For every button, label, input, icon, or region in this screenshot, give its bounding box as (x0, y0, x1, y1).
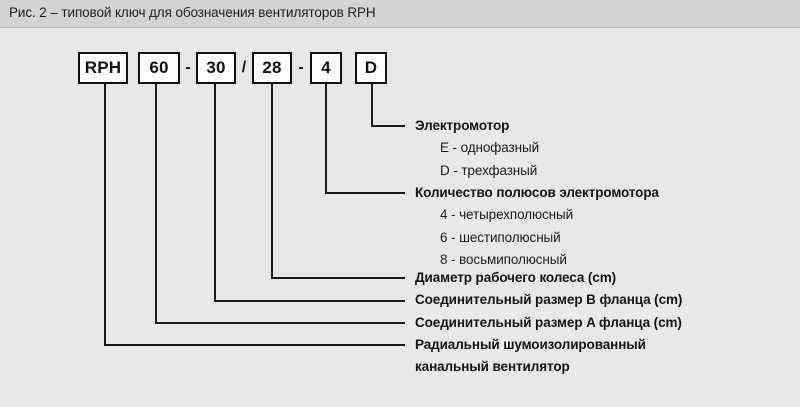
callout-label-continuation-rph: канальный вентилятор (415, 359, 570, 374)
leader-horizontal-60 (155, 322, 405, 324)
code-box-60: 60 (138, 52, 180, 84)
code-separator-: - (298, 59, 304, 76)
callout-label-rph: Радиальный шумоизолированный (415, 337, 646, 352)
callout-label-28: Диаметр рабочего колеса (cm) (415, 270, 616, 285)
callout-label-4: Количество полюсов электромотора (415, 185, 659, 200)
callout-option-4-2: 8 - восьмиполюсный (440, 252, 567, 267)
leader-vertical-d (371, 84, 373, 125)
callout-option-d-0: E - однофазный (440, 140, 540, 155)
callout-label-30: Соединительный размер B фланца (cm) (415, 292, 683, 307)
callout-label-d: Электромотор (415, 118, 510, 133)
code-box-28: 28 (252, 52, 292, 84)
leader-horizontal-30 (214, 300, 405, 302)
figure-header-bar: Рис. 2 – типовой ключ для обозначения ве… (0, 0, 800, 28)
leader-vertical-28 (271, 84, 273, 277)
leader-vertical-rph (104, 84, 106, 344)
code-box-4: 4 (310, 52, 342, 84)
code-box-d: D (355, 52, 387, 84)
callout-option-4-0: 4 - четырехполюсный (440, 207, 574, 222)
leader-horizontal-4 (325, 192, 405, 194)
code-separator-: - (185, 59, 191, 76)
leader-vertical-4 (325, 84, 327, 192)
leader-horizontal-rph (104, 344, 405, 346)
leader-horizontal-d (371, 125, 405, 127)
callout-label-60: Соединительный размер A фланца (cm) (415, 315, 682, 330)
code-box-30: 30 (196, 52, 236, 84)
leader-vertical-60 (155, 84, 157, 322)
code-box-rph: RPH (78, 52, 128, 84)
leader-horizontal-28 (271, 277, 405, 279)
leader-vertical-30 (214, 84, 216, 300)
code-separator-: / (241, 59, 247, 76)
callout-option-d-1: D - трехфазный (440, 163, 538, 178)
callout-option-4-1: 6 - шестиполюсный (440, 230, 561, 245)
figure-title: Рис. 2 – типовой ключ для обозначения ве… (9, 5, 376, 20)
